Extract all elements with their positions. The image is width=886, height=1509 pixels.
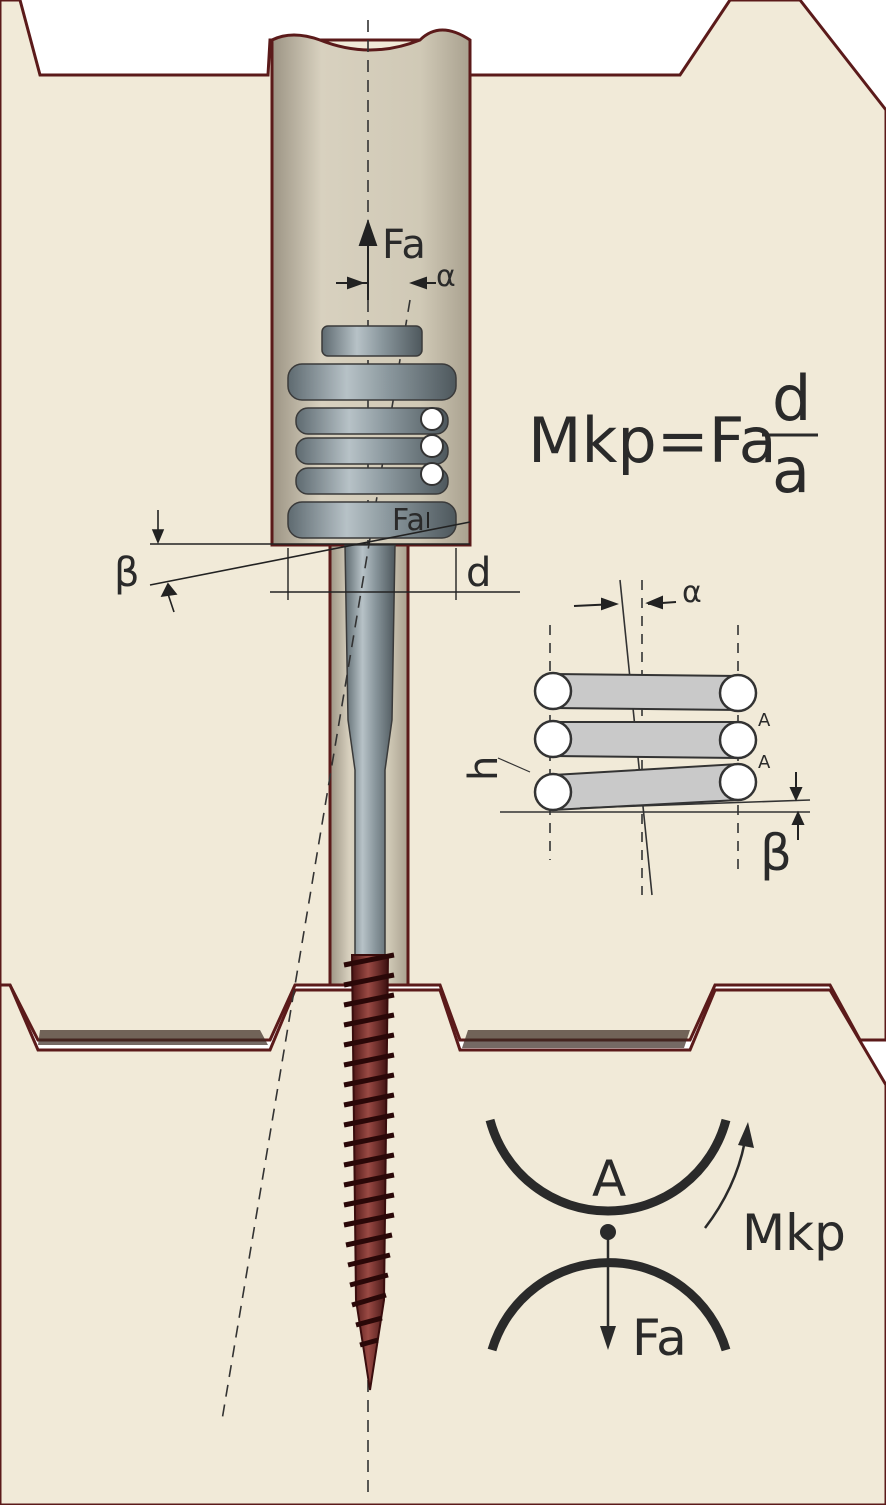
- label-beta-left: β: [114, 550, 140, 596]
- label-fa-top: Fa: [382, 222, 426, 268]
- label-h: h: [461, 756, 507, 781]
- force-arrow-up: [358, 218, 378, 300]
- label-fa-bottom: Fa: [632, 1309, 687, 1367]
- contact-diagram: [485, 1118, 754, 1352]
- spring-assembly: [287, 325, 457, 539]
- label-alpha-top: α: [436, 259, 456, 294]
- label-d: d: [466, 550, 491, 596]
- screw-thread: [343, 952, 395, 1391]
- label-alpha-detail: α: [682, 575, 702, 610]
- beta-dimension-left: [149, 510, 471, 613]
- label-contact-a: A: [592, 1150, 626, 1208]
- label-a-2: A: [758, 752, 771, 773]
- label-beta-detail: β: [760, 824, 792, 882]
- formula-denominator: a: [772, 434, 810, 507]
- label-a-1: A: [758, 710, 771, 731]
- alpha-dimension-top: [336, 276, 436, 290]
- groove-shadow: [38, 1030, 690, 1048]
- formula-numerator: d: [772, 362, 811, 435]
- formula-lhs: Mkp=Fa: [528, 404, 777, 477]
- d-dimension: [270, 548, 520, 600]
- spring-detail: [497, 579, 811, 896]
- label-mkp: Mkp: [742, 1204, 846, 1262]
- formula: Mkp=Fa d a: [528, 362, 818, 507]
- lower-panel: [0, 983, 886, 1507]
- label-fa-inner: Fa: [392, 503, 425, 538]
